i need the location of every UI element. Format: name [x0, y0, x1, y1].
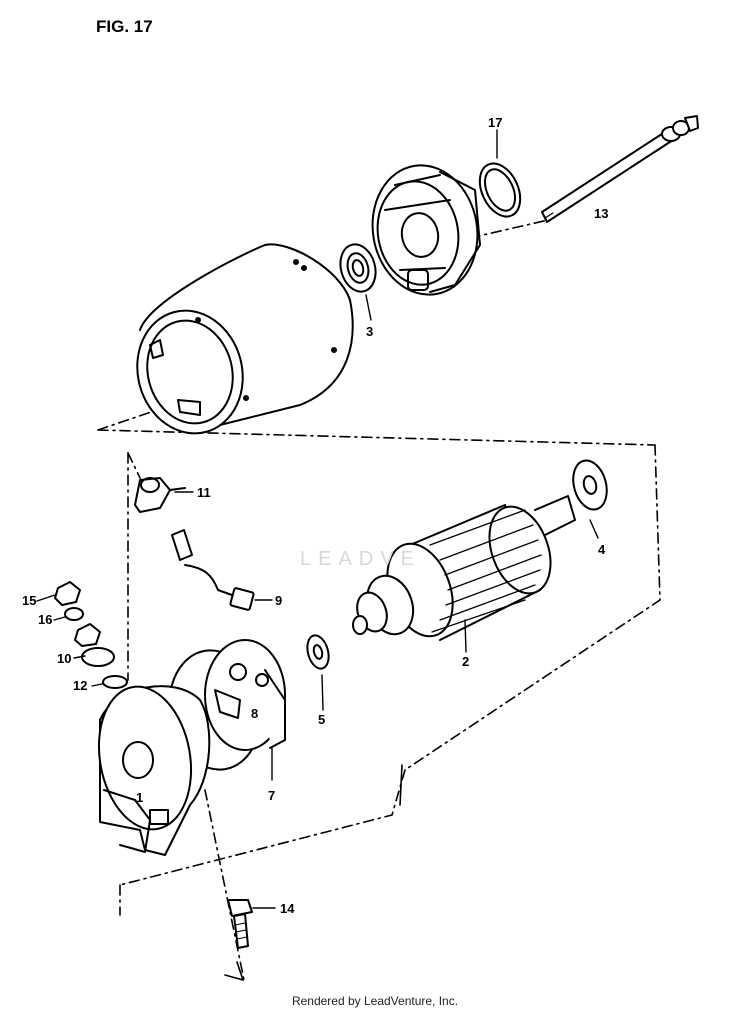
callout-14: 14: [280, 901, 295, 916]
washer-4: [572, 459, 608, 511]
callout-15: 15: [22, 593, 36, 608]
watermark: LEADVE: [300, 548, 421, 570]
callout-1: 1: [136, 790, 143, 805]
callout-2: 2: [462, 654, 469, 669]
brush-holder-7: [168, 639, 286, 771]
housing-end-1: [97, 685, 211, 856]
callout-labels: 17 13 3 11 9 4 15 16 10 12 2 8 5 7 1 14: [22, 115, 608, 916]
nut-washer-10: [74, 623, 115, 667]
yoke-housing: [136, 243, 354, 435]
callout-10: 10: [57, 651, 71, 666]
callout-9: 9: [275, 593, 282, 608]
washer-16: [64, 607, 84, 621]
armature-2: [352, 495, 576, 641]
callout-4: 4: [598, 542, 606, 557]
footer-credit: Rendered by LeadVenture, Inc.: [291, 994, 459, 1008]
callout-3: 3: [366, 324, 373, 339]
bearing-3: [339, 243, 377, 293]
o-ring-17: [478, 162, 522, 218]
front-end-cover: [371, 164, 481, 296]
callout-leaders: [36, 129, 599, 909]
brush-9: [171, 529, 255, 611]
washer-5: [306, 634, 330, 670]
callout-17: 17: [488, 115, 502, 130]
nut-15: [54, 581, 81, 606]
callout-16: 16: [38, 612, 52, 627]
callout-12: 12: [73, 678, 87, 693]
callout-5: 5: [318, 712, 325, 727]
figure-title: FIG. 17: [96, 17, 153, 36]
callout-13: 13: [594, 206, 608, 221]
callout-7: 7: [268, 788, 275, 803]
leader-line-14: [224, 961, 244, 981]
bolt-14: [227, 899, 253, 949]
through-bolt-13: [541, 115, 699, 223]
callout-8: 8: [251, 706, 258, 721]
callout-11: 11: [197, 485, 211, 500]
leader-line-1: [399, 764, 403, 806]
o-ring-12: [102, 675, 128, 689]
terminal-11: [134, 477, 186, 513]
